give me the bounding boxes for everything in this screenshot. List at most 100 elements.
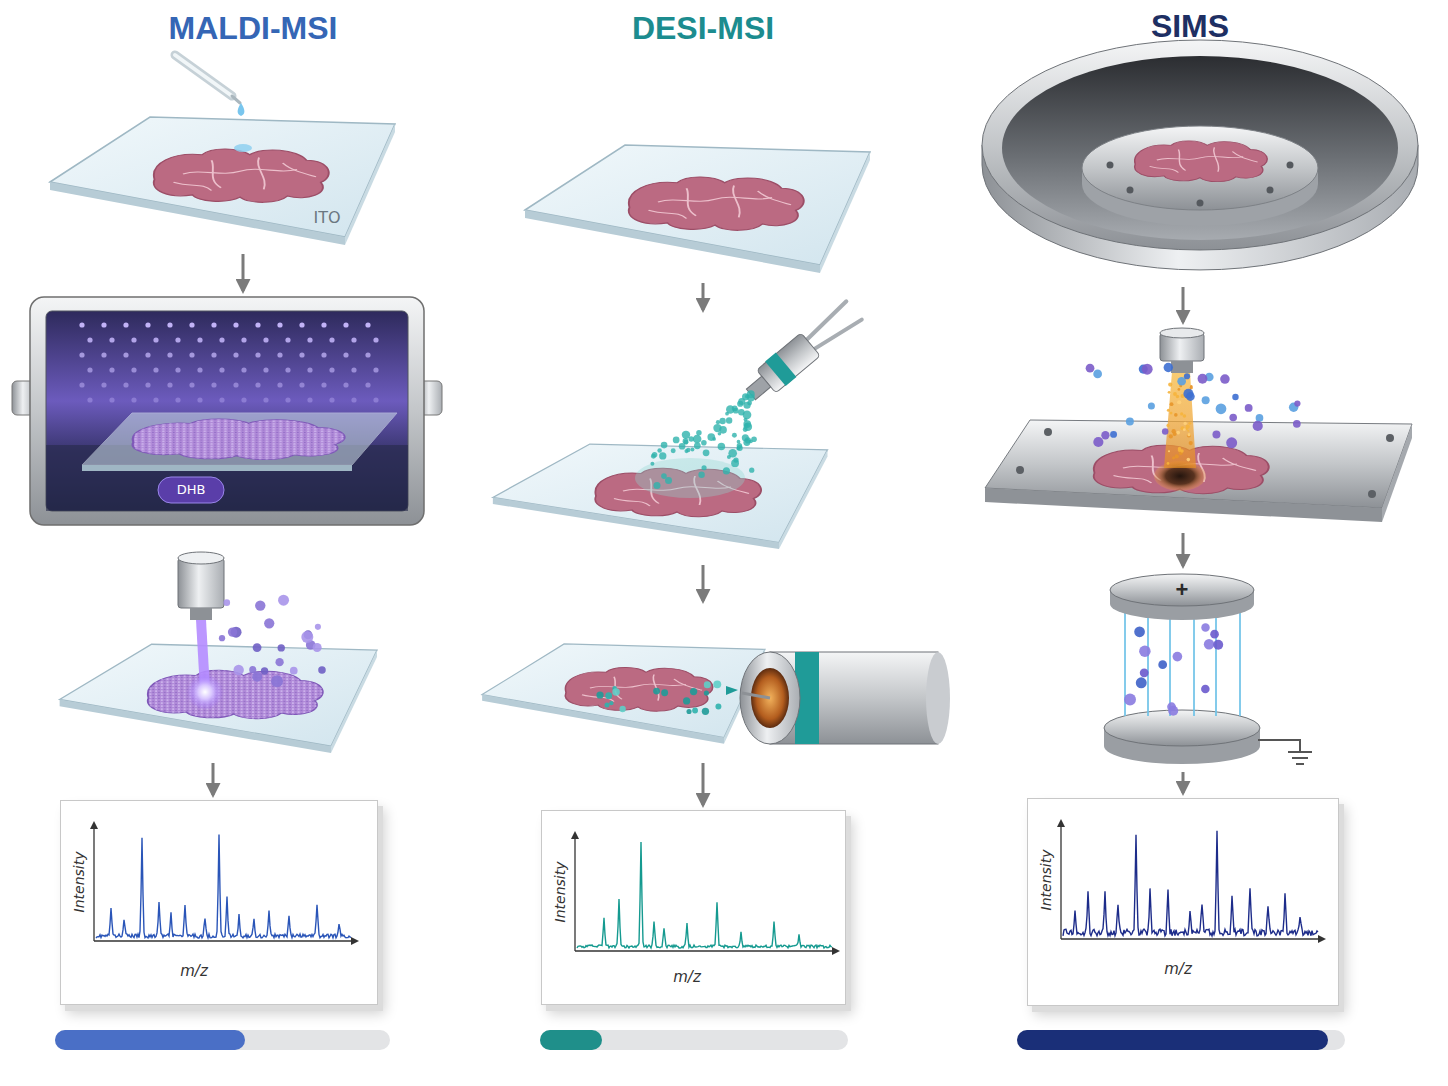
- spray-droplets: [703, 449, 710, 456]
- matrix-chamber-shape: [79, 352, 84, 357]
- extraction-electrodes: [1292, 757, 1308, 759]
- axis-label: Intensity: [1037, 840, 1055, 920]
- spray-droplets: [725, 412, 729, 416]
- matrix-chamber-shape: [233, 322, 238, 327]
- matrix-chamber-shape: [197, 337, 202, 342]
- desi-spray-step: [493, 297, 863, 549]
- secondary-ions: [1148, 402, 1155, 409]
- spectrum-panel-shape: [94, 940, 355, 941]
- spray-droplets: [732, 433, 737, 438]
- vacuum-chamber: [1197, 200, 1204, 207]
- desorbed-droplets: [704, 681, 711, 688]
- spray-droplets: [742, 434, 749, 441]
- polarity-sign: +: [1176, 577, 1189, 603]
- desorbed-droplets: [715, 704, 721, 710]
- accelerated-ions: [1201, 685, 1210, 694]
- desi-inlet-step: [926, 652, 950, 744]
- text-anchor: DESI-MSI: [632, 9, 774, 47]
- sims-sputter-step: [985, 328, 1412, 522]
- matrix-chamber-shape: [101, 322, 106, 327]
- secondary-ions: [1232, 394, 1238, 400]
- matrix-chamber-shape: [79, 322, 378, 402]
- primary-ion-beam: [1170, 412, 1173, 415]
- matrix-chamber-shape: [263, 337, 268, 342]
- desorbed-droplets: [713, 680, 721, 688]
- matrix-chamber-shape: [299, 322, 304, 327]
- spray-droplets: [743, 427, 748, 432]
- ion-plume: [261, 667, 268, 674]
- secondary-ions: [1294, 400, 1300, 406]
- spectrum-panel-shape: [93, 825, 94, 941]
- primary-ion-beam: [1187, 430, 1189, 432]
- matrix-chamber-shape: [321, 352, 326, 357]
- desorbed-droplets: [609, 701, 613, 705]
- desorbed-droplets: [619, 706, 625, 712]
- desi-spray-step: [635, 458, 745, 498]
- spray-droplets: [713, 424, 721, 432]
- primary-ion-beam: [1172, 457, 1175, 460]
- matrix-chamber-shape: [211, 322, 216, 327]
- primary-ion-beam: [1168, 383, 1172, 387]
- desi-inlet-step: [565, 668, 712, 712]
- matrix-chamber-shape: [255, 352, 260, 357]
- spray-droplets: [749, 439, 753, 443]
- vacuum-chamber: [1082, 126, 1318, 210]
- extraction-electrodes: [1239, 606, 1241, 716]
- spray-nozzle: [765, 353, 796, 387]
- column-title: SIMS: [1151, 7, 1229, 45]
- pipette: [175, 55, 232, 96]
- spray-droplets: [698, 471, 704, 477]
- matrix-chamber-shape: [175, 397, 180, 402]
- primary-ion-beam: [1188, 422, 1191, 425]
- pipette: [238, 103, 245, 116]
- matrix-chamber-shape: [255, 382, 260, 387]
- vacuum-chamber: [1135, 141, 1268, 182]
- matrix-chamber-shape: [365, 352, 370, 357]
- matrix-chamber-shape: [299, 352, 304, 357]
- matrix-chamber-shape: [255, 322, 260, 327]
- matrix-chamber-shape: [351, 397, 356, 402]
- matrix-chamber-shape: [145, 352, 150, 357]
- ion-plume: [271, 675, 283, 687]
- spectrum-panel-shape: [1063, 831, 1318, 936]
- spray-droplets: [651, 454, 656, 459]
- spray-droplets: [718, 443, 725, 450]
- text-anchor: DHB: [158, 481, 224, 498]
- secondary-ions: [1212, 430, 1220, 438]
- spray-droplets: [744, 418, 748, 422]
- accelerated-ions: [1158, 660, 1167, 669]
- matrix-chamber-shape: [145, 322, 150, 327]
- desorbed-droplets: [661, 689, 668, 696]
- ion-plume: [318, 666, 326, 674]
- ion-plume: [275, 658, 283, 666]
- desorbed-droplets: [702, 708, 709, 715]
- secondary-ions: [1184, 373, 1190, 379]
- axis-label: m/z: [1138, 959, 1218, 979]
- matrix-chamber-shape: [167, 322, 172, 327]
- secondary-ions: [1086, 363, 1301, 448]
- matrix-chamber-shape: [153, 367, 158, 372]
- pipette: [232, 96, 240, 103]
- flow-arrow: [1182, 772, 1185, 793]
- ion-plume: [253, 643, 262, 652]
- sims-sputter-step: [1164, 372, 1196, 468]
- spectrum-panel-shape: [351, 937, 359, 945]
- glass-slide-shape: [45, 112, 400, 248]
- laser-step: [178, 558, 224, 608]
- matrix-chamber-shape: [158, 477, 224, 503]
- matrix-chamber-shape: [219, 367, 224, 372]
- primary-ion-beam: [1177, 400, 1181, 404]
- spray-droplets: [657, 448, 662, 453]
- matrix-chamber-shape: [219, 397, 224, 402]
- axis-label: Intensity: [70, 842, 88, 922]
- secondary-ions: [1253, 421, 1263, 431]
- primary-ion-beam: [1176, 431, 1180, 435]
- matrix-chamber-shape: [109, 397, 114, 402]
- matrix-chamber-shape: [263, 397, 268, 402]
- vacuum-chamber: [1107, 162, 1114, 169]
- secondary-ions: [1110, 431, 1117, 438]
- glass-slide-shape: [234, 144, 252, 152]
- secondary-ions: [1086, 364, 1095, 373]
- progress-bar: [55, 1030, 245, 1050]
